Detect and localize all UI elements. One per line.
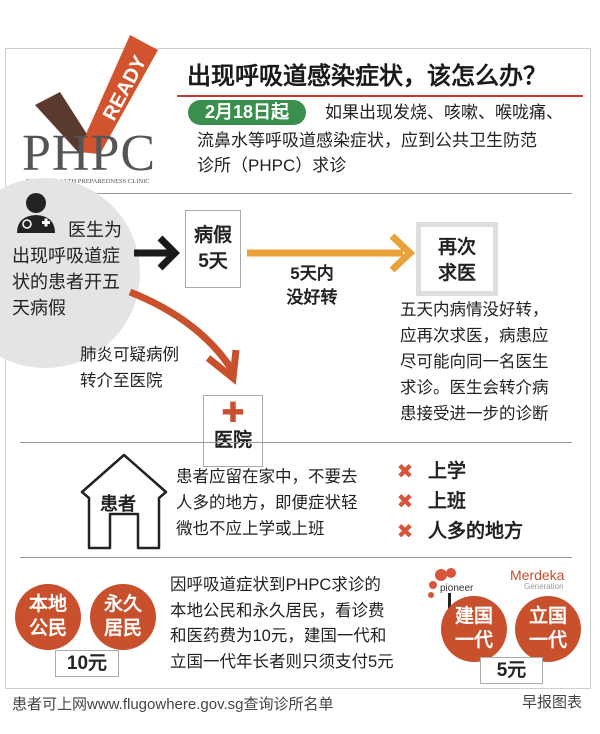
footer-note: 患者可上网www.flugowhere.gov.sg查询诊所名单 <box>12 696 334 713</box>
hospital-box: ✚ 医院 <box>203 395 263 467</box>
revisit-line-1: 再次 <box>437 237 476 258</box>
intro-line-1: 如果出现发烧、咳嗽、喉咙痛、 <box>325 103 563 122</box>
sick-leave-document: 病假 5天 <box>185 210 241 288</box>
avoid-crowds: 人多的地方 <box>428 521 524 542</box>
pioneer-line-1: 建国 <box>454 606 493 627</box>
avoid-work: 上班 <box>428 491 467 512</box>
merdeka-line-2: 一代 <box>528 630 567 651</box>
pioneer-circle: 建国一代 <box>441 596 507 662</box>
pioneer-logo-text: pioneer <box>440 583 474 594</box>
ready-checkmark-logo: READY <box>35 35 158 154</box>
fee-text-2: 本地公民和永久居民，看诊费 <box>170 602 385 620</box>
phpc-logo-text: PHPC <box>22 125 157 182</box>
citizen-line-2: 公民 <box>28 618 67 639</box>
revisit-note-1: 五天内病情没好转， <box>400 301 549 319</box>
pr-line-1: 永久 <box>103 594 142 615</box>
x-mark-icon: ✖ <box>396 491 414 513</box>
orange-arrow <box>247 233 416 273</box>
revisit-note-5: 患接受进一步的诊断 <box>400 405 549 423</box>
merdeka-circle: 立国一代 <box>515 596 581 662</box>
pioneer-generation-logo: pioneer <box>428 568 474 613</box>
no-improve-line-2: 没好转 <box>286 288 338 307</box>
sick-leave-days: 5天 <box>198 251 228 272</box>
pneumonia-text-2: 转介至医院 <box>80 372 163 390</box>
divider <box>20 193 572 194</box>
price-5: 5元 <box>480 657 543 684</box>
revisit-line-2: 求医 <box>437 263 476 284</box>
title-underline <box>177 95 583 97</box>
doctor-text-2: 出现呼吸道症 <box>12 246 120 266</box>
avoid-school: 上学 <box>428 461 467 482</box>
no-improvement-label: 5天内 没好转 <box>274 262 350 310</box>
revisit-note-2: 应再次求医，病患应 <box>400 327 549 345</box>
fee-text-4: 立国一代年长者则只须支付5元 <box>170 653 394 671</box>
divider <box>20 442 572 443</box>
citizen-line-1: 本地 <box>28 594 67 615</box>
merdeka-logo-subtext: Generation <box>524 582 564 591</box>
revisit-doctor-box: 再次 求医 <box>416 222 498 296</box>
red-cross-icon: ✚ <box>221 397 245 428</box>
fee-text-1: 因呼吸道症状到PHPC求诊的 <box>170 576 381 594</box>
fee-text-3: 和医药费为10元，建国一代和 <box>170 627 387 645</box>
phpc-tagline: PUBLIC HEALTH PREPAREDNESS CLINIC <box>26 178 150 185</box>
merdeka-line-1: 立国 <box>528 606 567 627</box>
flow-arrows <box>128 233 416 385</box>
home-text-1: 患者应留在家中，不要去 <box>176 468 358 486</box>
red-curved-arrow <box>128 288 240 385</box>
divider <box>20 557 572 558</box>
house-label: 患者 <box>100 494 136 514</box>
footer-credit: 早报图表 <box>522 694 583 711</box>
doctor-text-1: 医生为 <box>68 220 122 240</box>
house-icon <box>80 453 168 550</box>
page-title: 出现呼吸道感染症状，该怎么办？ <box>187 63 547 90</box>
price-10: 10元 <box>55 650 119 677</box>
pr-circle: 永久居民 <box>90 584 156 650</box>
revisit-note-3: 尽可能向同一名医生 <box>400 353 549 371</box>
revisit-note-4: 求诊。医生会转介病 <box>400 379 549 397</box>
doctor-icon <box>17 193 55 233</box>
x-mark-icon: ✖ <box>396 521 414 543</box>
merdeka-logo-text: Merdeka <box>510 567 565 583</box>
citizen-circle: 本地公民 <box>15 584 81 650</box>
pneumonia-text-1: 肺炎可疑病例 <box>80 346 179 364</box>
pr-line-2: 居民 <box>103 618 142 639</box>
x-mark-icon: ✖ <box>396 461 414 483</box>
infographic-frame <box>5 48 591 689</box>
doctor-text-3: 状的患者开五 <box>12 272 120 292</box>
home-text-3: 微也不应上学或上班 <box>176 520 325 538</box>
merdeka-generation-logo: Merdeka Generation <box>510 567 565 592</box>
black-arrow <box>134 235 180 271</box>
intro-line-2: 流鼻水等呼吸道感染症状，应到公共卫生防范 <box>197 131 537 150</box>
date-badge: 2月18日起 <box>188 100 306 125</box>
intro-line-3: 诊所（PHPC）求诊 <box>197 156 347 175</box>
hospital-label: 医院 <box>213 430 252 451</box>
sick-leave-label: 病假 <box>193 225 232 246</box>
doctor-text-4: 天病假 <box>12 298 66 318</box>
pioneer-line-2: 一代 <box>454 630 493 651</box>
home-text-2: 人多的地方，即便症状轻 <box>176 494 358 512</box>
no-improve-line-1: 5天内 <box>290 264 334 283</box>
